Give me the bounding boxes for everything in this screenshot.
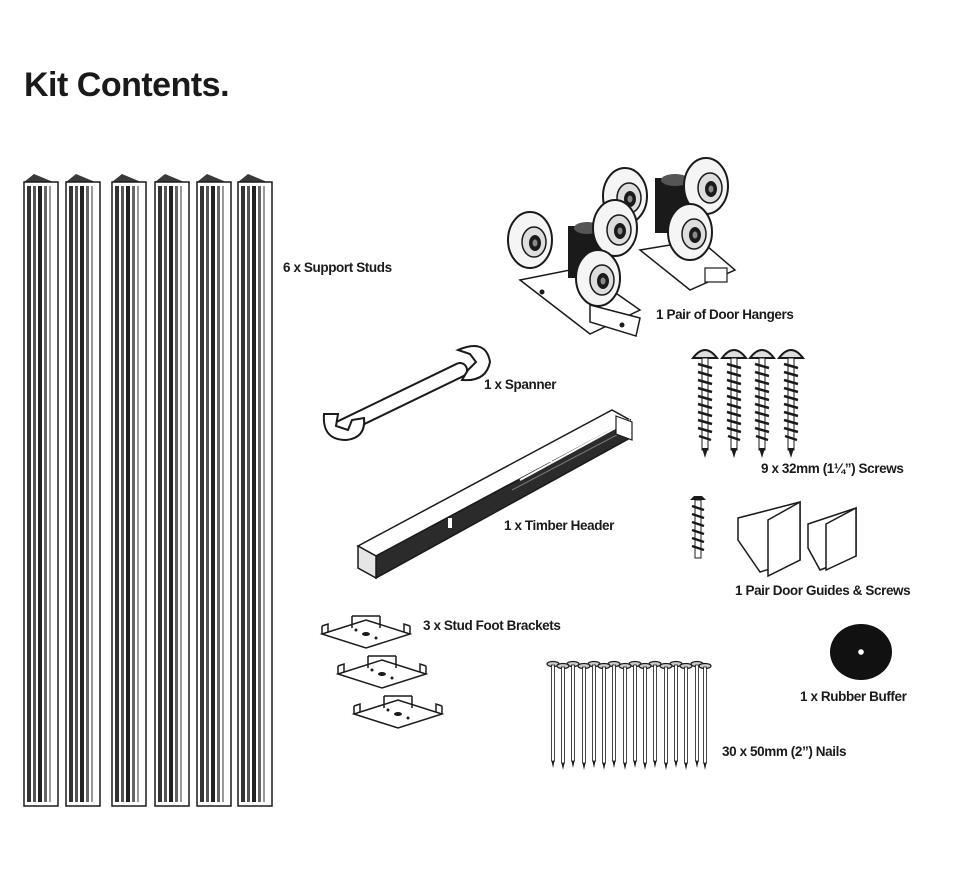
support-studs-label: 6 x Support Studs	[283, 260, 392, 275]
door-guides-drawing	[690, 496, 857, 578]
timber-header-label: 1 x Timber Header	[504, 518, 615, 533]
spanner-label: 1 x Spanner	[484, 377, 557, 392]
foot-brackets-label: 3 x Stud Foot Brackets	[423, 618, 561, 633]
nails-label: 30 x 50mm (2”) Nails	[722, 744, 847, 759]
door-hangers-label: 1 Pair of Door Hangers	[656, 307, 794, 322]
page-title: Kit Contents.	[24, 66, 230, 104]
spanner-drawing	[322, 345, 492, 442]
screws-drawing	[691, 348, 805, 460]
screws-label: 9 x 32mm (1¼”) Screws	[761, 461, 904, 476]
rubber-buffer-label: 1 x Rubber Buffer	[800, 689, 907, 704]
support-studs-drawing	[23, 173, 273, 807]
door-guides-label: 1 Pair Door Guides & Screws	[735, 583, 911, 598]
rubber-buffer-drawing	[830, 624, 892, 680]
nails-drawing	[546, 660, 712, 771]
timber-header-drawing	[356, 409, 633, 580]
door-hangers-drawing	[507, 157, 737, 337]
